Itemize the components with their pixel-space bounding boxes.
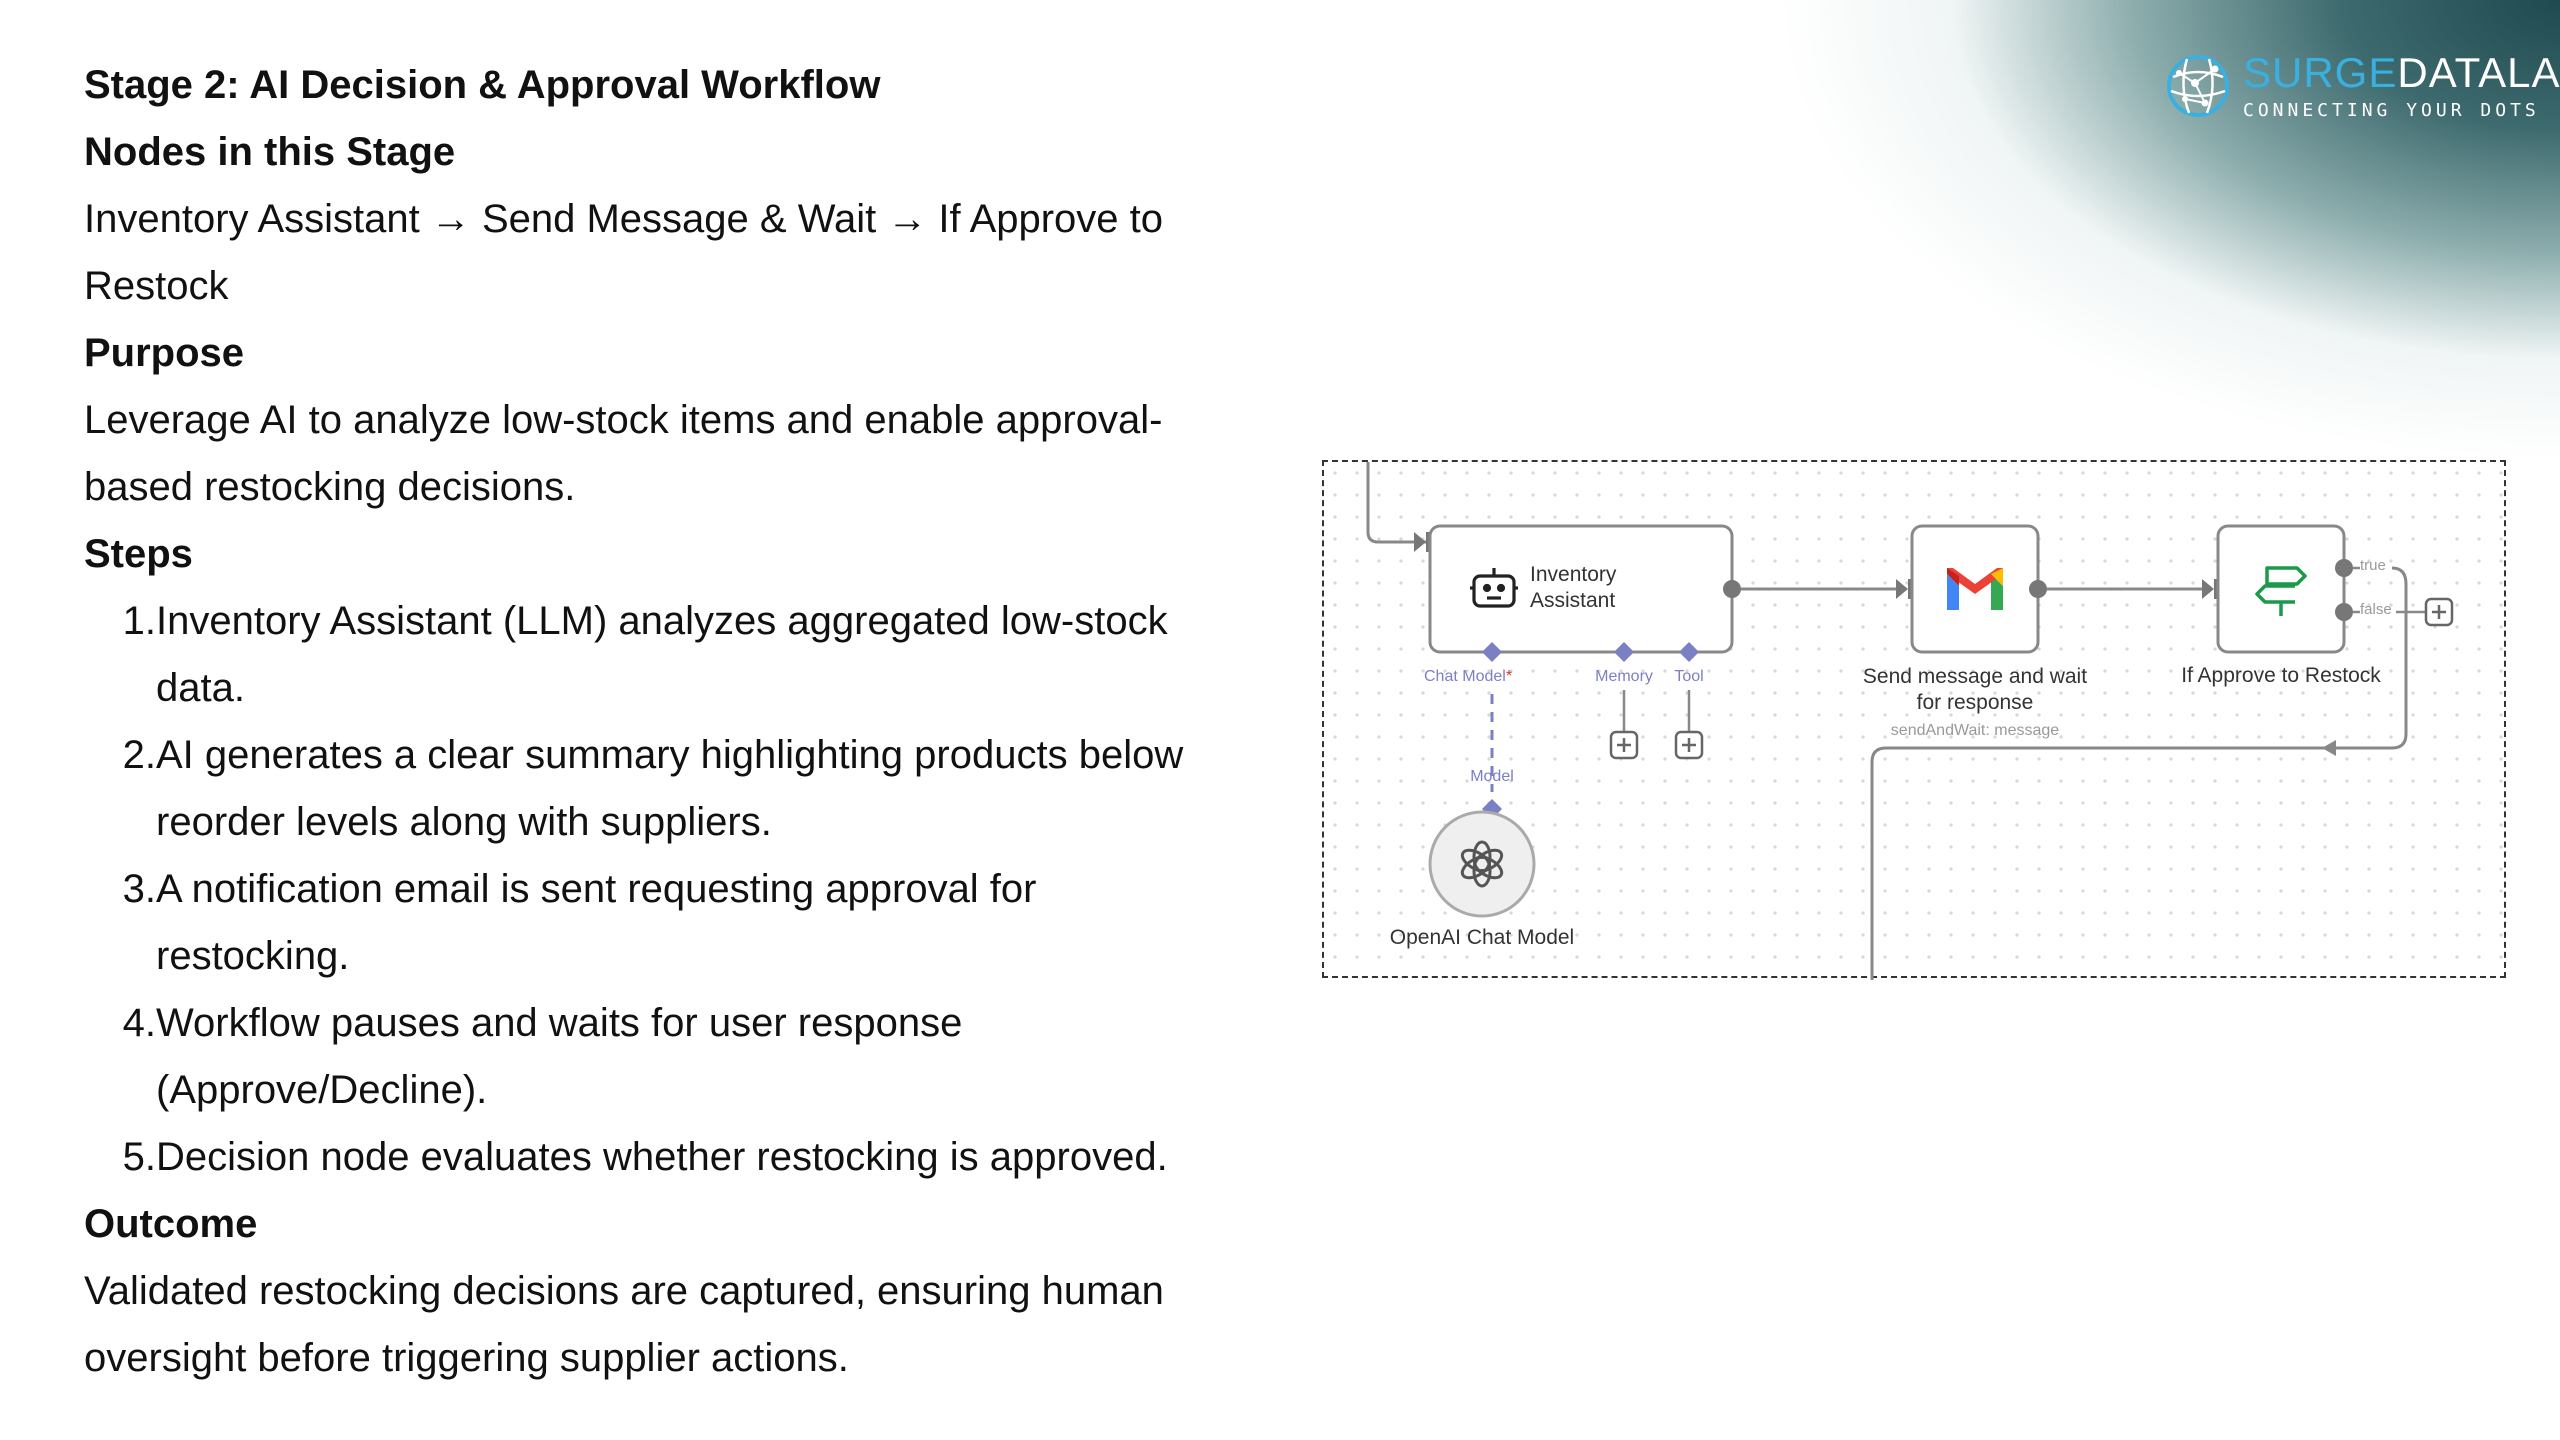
- model-port-label: Model: [1470, 768, 1514, 785]
- if-approve-label: If Approve to Restock: [2181, 664, 2381, 687]
- gmail-icon: [1947, 568, 2003, 610]
- inventory-assistant-label-line1: Inventory: [1530, 563, 1617, 586]
- send-message-label-line1: Send message and wait: [1862, 665, 2088, 688]
- chat-model-port-label: Chat Model*: [1424, 668, 1512, 686]
- input-handle: [1414, 532, 1426, 552]
- openai-icon: [1460, 840, 1504, 888]
- if-approve-node[interactable]: [2216, 524, 2346, 654]
- list-item: 1.Inventory Assistant (LLM) analyzes agg…: [84, 588, 1234, 722]
- true-branch-connection: [1870, 566, 2408, 980]
- step-number: 5.: [122, 1135, 156, 1179]
- tool-port: [1679, 642, 1699, 662]
- send-message-sublabel: sendAndWait: message: [1890, 722, 2060, 739]
- workflow-canvas: [1366, 462, 2454, 980]
- step-text: Workflow pauses and waits for user respo…: [156, 1001, 963, 1112]
- slide-text: Stage 2: AI Decision & Approval Workflow…: [84, 52, 1234, 1392]
- step-text: A notification email is sent requesting …: [156, 867, 1037, 978]
- logo-name-part2: DATALAB: [2397, 49, 2560, 96]
- step-text: Inventory Assistant (LLM) analyzes aggre…: [156, 599, 1168, 710]
- list-item: 2.AI generates a clear summary highlight…: [84, 722, 1234, 856]
- purpose-heading: Purpose: [84, 331, 245, 375]
- loop-arrow: [2322, 740, 2336, 756]
- slide-title: Stage 2: AI Decision & Approval Workflow: [84, 63, 881, 107]
- required-mark: *: [1505, 668, 1513, 685]
- incoming-connection: [1366, 462, 1432, 544]
- step-number: 4.: [122, 1001, 156, 1045]
- false-output-handle: [2335, 603, 2353, 621]
- steps-heading: Steps: [84, 532, 193, 576]
- workflow-diagram: Inventory Assistant Chat Model* Memory T…: [1322, 460, 2506, 980]
- step-text: Decision node evaluates whether restocki…: [156, 1135, 1168, 1179]
- send-input-handle: [1896, 579, 1908, 599]
- send-message-label: Send message and wait for response: [1820, 664, 2130, 716]
- send-output-handle: [2029, 580, 2047, 598]
- add-memory-button[interactable]: [1609, 730, 1639, 760]
- add-false-branch-button[interactable]: [2424, 597, 2454, 627]
- true-output-handle: [2335, 559, 2353, 577]
- input-handle-bar: [1426, 532, 1430, 552]
- logo-name: SURGEDATALAB: [2243, 50, 2560, 96]
- logo-name-part1: SURGE: [2243, 49, 2398, 96]
- inventory-assistant-label: Inventory Assistant: [1530, 562, 1616, 614]
- openai-chat-model-label: OpenAI Chat Model: [1389, 926, 1575, 949]
- globe-network-icon: [2167, 54, 2229, 117]
- step-number: 2.: [122, 733, 156, 777]
- tool-port-label: Tool: [1674, 668, 1704, 685]
- agent-output-handle: [1723, 580, 1741, 598]
- brand-logo: SURGEDATALAB CONNECTING YOUR DOTS: [2165, 50, 2560, 121]
- list-item: 4.Workflow pauses and waits for user res…: [84, 990, 1234, 1124]
- true-branch-label: true: [2360, 557, 2386, 574]
- if-input-handle: [2202, 579, 2214, 599]
- outcome-heading: Outcome: [84, 1202, 258, 1246]
- openai-chat-model-node[interactable]: [1428, 810, 1536, 918]
- logo-tagline: CONNECTING YOUR DOTS: [2243, 100, 2540, 121]
- list-item: 5.Decision node evaluates whether restoc…: [84, 1124, 1234, 1191]
- memory-port: [1614, 642, 1634, 662]
- robot-icon: [1470, 568, 1518, 608]
- inventory-assistant-label-line2: Assistant: [1530, 589, 1616, 612]
- add-tool-button[interactable]: [1674, 730, 1704, 760]
- step-number: 3.: [122, 867, 156, 911]
- chat-model-port: [1482, 642, 1502, 662]
- signpost-icon: [2255, 566, 2307, 616]
- outcome-text: Validated restocking decisions are captu…: [84, 1269, 1164, 1380]
- nodes-text: Inventory Assistant → Send Message & Wai…: [84, 197, 1164, 308]
- memory-port-label: Memory: [1595, 668, 1653, 685]
- step-number: 1.: [122, 599, 156, 643]
- send-message-label-line2: for response: [1916, 691, 2034, 714]
- chat-model-port-text: Chat Model: [1424, 668, 1506, 685]
- step-text: AI generates a clear summary highlightin…: [156, 733, 1184, 844]
- false-branch-label: false: [2360, 601, 2392, 618]
- list-item: 3.A notification email is sent requestin…: [84, 856, 1234, 990]
- purpose-text: Leverage AI to analyze low-stock items a…: [84, 398, 1163, 509]
- nodes-heading: Nodes in this Stage: [84, 130, 456, 174]
- steps-list: 1.Inventory Assistant (LLM) analyzes agg…: [84, 588, 1234, 1191]
